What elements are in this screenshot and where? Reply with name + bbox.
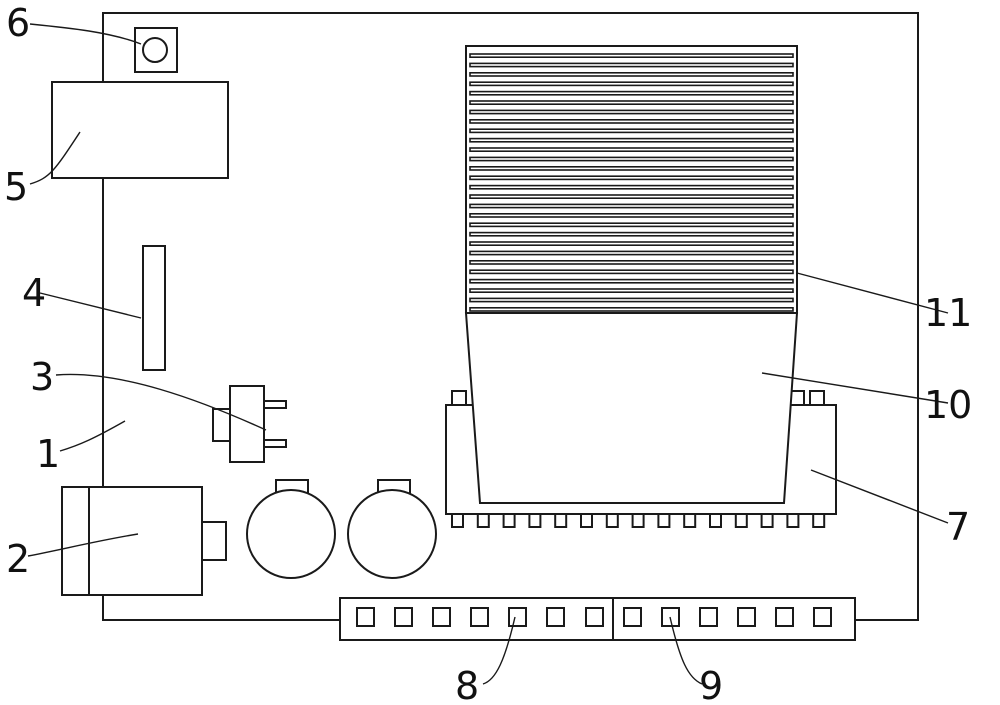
socket-pin bbox=[554, 513, 568, 528]
label-4: 4 bbox=[22, 271, 46, 315]
terminal-hole bbox=[699, 607, 718, 627]
socket-pin bbox=[605, 513, 619, 528]
heat-sink-fin bbox=[469, 278, 794, 284]
terminal-hole bbox=[775, 607, 794, 627]
terminal-hole bbox=[356, 607, 375, 627]
chip-body bbox=[464, 312, 799, 504]
heat-sink-fin bbox=[469, 213, 794, 218]
heat-sink-fin bbox=[469, 194, 794, 200]
socket-pin bbox=[451, 513, 464, 528]
heat-sink-fin bbox=[469, 288, 794, 294]
label-10: 10 bbox=[924, 383, 972, 427]
heat-sink-fin bbox=[469, 203, 794, 209]
label-7: 7 bbox=[946, 505, 970, 549]
heat-sink-fin bbox=[469, 241, 794, 247]
round-indicator-component bbox=[134, 27, 178, 73]
label-6: 6 bbox=[6, 1, 30, 45]
heat-sink-fin bbox=[469, 53, 794, 59]
label-1: 1 bbox=[36, 432, 60, 476]
heat-sink-fin bbox=[469, 137, 794, 143]
heat-sink-fin bbox=[469, 90, 794, 96]
top-left-module bbox=[51, 81, 229, 179]
terminal-hole bbox=[813, 607, 832, 627]
socket-pin bbox=[631, 513, 645, 528]
terminal-hole bbox=[508, 607, 527, 627]
leader-lines bbox=[27, 23, 949, 685]
terminal-hole bbox=[432, 607, 451, 627]
round-capacitors bbox=[246, 479, 437, 579]
socket-pin bbox=[812, 513, 826, 528]
socket-pin bbox=[786, 513, 800, 528]
heat-sink-fin bbox=[469, 156, 794, 162]
label-5: 5 bbox=[4, 165, 28, 209]
label-8: 8 bbox=[455, 664, 479, 705]
label-2: 2 bbox=[6, 537, 30, 581]
terminal-hole bbox=[546, 607, 565, 627]
side-socket bbox=[61, 486, 227, 596]
labels: 6 5 4 3 1 2 8 9 7 10 11 bbox=[4, 1, 972, 705]
heat-sink-fin bbox=[469, 147, 794, 153]
socket-pin bbox=[709, 513, 722, 528]
heat-sink-fin bbox=[469, 166, 794, 171]
label-3: 3 bbox=[30, 355, 54, 399]
heat-sink-fin bbox=[469, 269, 794, 275]
heat-sink-fin bbox=[469, 231, 794, 237]
socket-pin bbox=[528, 513, 542, 528]
terminal-hole bbox=[585, 607, 604, 627]
socket-pin bbox=[683, 513, 697, 528]
terminal-hole bbox=[623, 607, 642, 627]
heat-sink-fin bbox=[469, 100, 794, 106]
pin-connector bbox=[212, 385, 287, 463]
socket-pin bbox=[734, 513, 748, 528]
terminal-hole bbox=[394, 607, 413, 627]
heat-sink-fin bbox=[469, 72, 794, 77]
heat-sink-fin bbox=[469, 119, 794, 124]
heat-sink-fin bbox=[469, 222, 794, 228]
socket-pin bbox=[657, 513, 671, 528]
heat-sink-fin bbox=[469, 175, 794, 181]
heat-sink-fin bbox=[469, 297, 794, 303]
heat-sink-fin bbox=[469, 259, 794, 265]
label-9: 9 bbox=[699, 664, 723, 705]
heat-sink-fin bbox=[469, 250, 794, 256]
socket-pin bbox=[476, 513, 490, 528]
label-11: 11 bbox=[924, 291, 972, 335]
socket-pin bbox=[760, 513, 774, 528]
socket-pin bbox=[502, 513, 516, 528]
heat-sink-fin bbox=[469, 306, 794, 312]
terminal-hole bbox=[737, 607, 756, 627]
vertical-bar-component bbox=[142, 245, 166, 371]
terminal-strip bbox=[339, 597, 856, 641]
terminal-hole bbox=[470, 607, 489, 627]
heat-sink-fin bbox=[469, 184, 794, 190]
heat-sink-fin bbox=[469, 62, 794, 68]
heat-sink bbox=[465, 45, 798, 314]
heat-sink-fin bbox=[469, 128, 794, 134]
socket-pin bbox=[580, 513, 593, 528]
heat-sink-fin bbox=[469, 109, 794, 115]
heat-sink-fin bbox=[469, 81, 794, 87]
